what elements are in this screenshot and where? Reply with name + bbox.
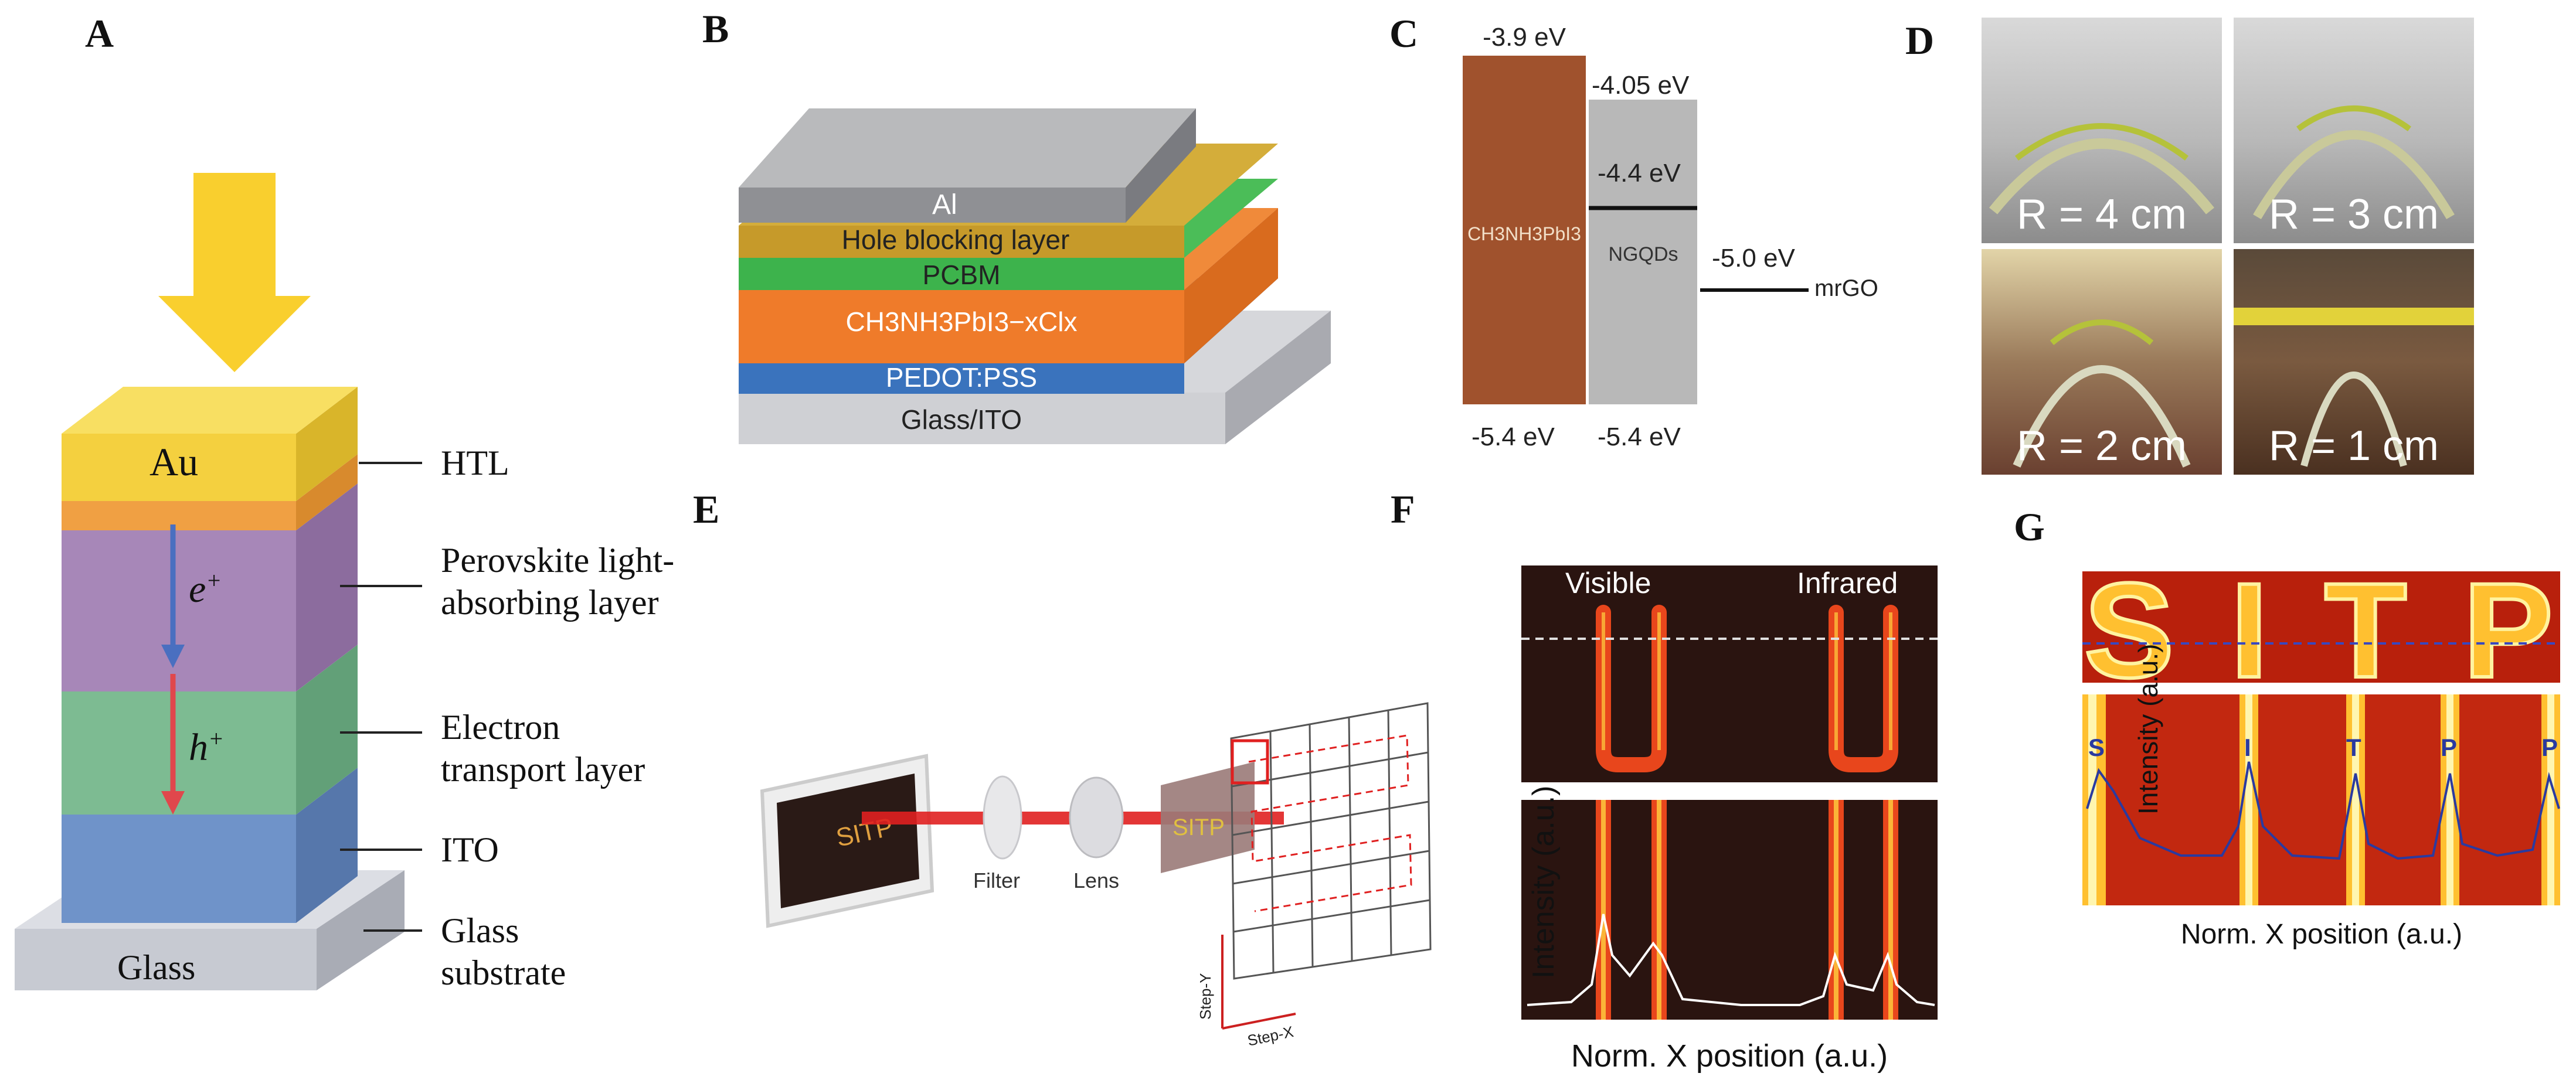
hole-label: h+ [189,725,224,769]
panel-f: F Visible Infrared Intensity (a.u.) Norm… [1378,481,1987,1080]
radius-label-2: R = 2 cm [2016,423,2187,469]
panel-label-g: G [2014,505,2045,549]
imaging-result-f: Visible Infrared Intensity (a.u.) Norm. … [1521,565,1938,1074]
light-arrow-icon [158,173,311,372]
hbl-label: Hole blocking layer [842,224,1070,255]
panel-c: C -3.9 eV -4.05 eV -4.4 eV -5.0 eV -5.4 … [1378,0,1905,481]
perovskite-band [1463,56,1586,404]
stack-b-labels: Al Hole blocking layer PCBM CH3NH3PbI3−x… [842,189,1078,435]
peak-p1: P [2441,734,2457,761]
panel-a: A Au e+ h+ G [0,0,692,1080]
peak-t: T [2346,734,2361,761]
panel-label-e: E [693,487,720,532]
glass-substrate-label: Glass substrate [441,911,566,992]
panel-label-a: A [85,11,114,56]
panel-label-c: C [1389,11,1419,56]
perovskite-label: Perovskite light-absorbing layer [441,541,675,622]
perovskite-b-label: CH3NH3PbI3−xClx [846,306,1078,337]
glass-ito-label: Glass/ITO [901,404,1022,435]
infrared-label: Infrared [1797,567,1898,599]
perov-bottom-level: -5.4 eV [1471,423,1555,451]
lens-icon [1069,776,1124,858]
perov-material: CH3NH3PbI3 [1467,223,1581,244]
radius-label-4: R = 4 cm [2016,191,2187,238]
ngqd-mid-level: -4.4 eV [1598,159,1681,188]
ngqd-bottom-level: -5.4 eV [1598,423,1681,451]
imaging-result-g: SITP S I T P P Intensity (a.u.) Norm. X … [2082,553,2560,950]
lens-label: Lens [1073,868,1119,892]
radius-label-3: R = 3 cm [2268,191,2439,238]
pcbm-label: PCBM [923,260,1001,290]
bend-photo-r2: R = 2 cm [1982,249,2222,475]
glass-label: Glass [117,948,196,987]
au-label: Au [149,440,199,484]
device-stack-a [15,173,422,990]
projected-text: SITP [1173,815,1225,840]
peak-p2: P [2541,734,2558,761]
bend-photo-r4: R = 4 cm [1982,18,2222,243]
visible-label: Visible [1565,567,1651,599]
step-y-label: Step-Y [1197,973,1214,1020]
electron-label: e+ [189,567,222,611]
bend-photo-r3: R = 3 cm [2234,18,2474,243]
ngqd-band [1589,100,1697,404]
al-label: Al [932,189,957,220]
peak-s: S [2088,734,2105,761]
filter-label: Filter [973,868,1020,892]
panel-b: B Al Hole blocking layer PCBM CH3NH3PbI3… [692,0,1378,481]
peak-i: I [2244,734,2251,761]
panel-label-d: D [1905,18,1935,63]
ngqd-top-level: -4.05 eV [1592,71,1690,100]
device-stack-b [739,108,1331,444]
panel-label-b: B [702,6,729,51]
filter-icon [983,775,1022,860]
profile-line-f [1527,914,1935,1006]
scan-setup-diagram: SITP SITP Filter Lens Step-Y Step-X [760,702,1432,1050]
ylabel-f: Intensity (a.u.) [1527,786,1561,979]
xlabel-f: Norm. X position (a.u.) [1571,1038,1888,1074]
htl-label: HTL [441,444,509,482]
etl-label: Electron transport layer [441,708,645,789]
pedot-label: PEDOT:PSS [886,362,1037,393]
scan-grid [1230,702,1432,980]
panel-label-f: F [1391,487,1415,532]
profile-line-g [2086,761,2560,860]
radius-label-1: R = 1 cm [2268,423,2439,469]
energy-diagram: -3.9 eV -4.05 eV -4.4 eV -5.0 eV -5.4 eV… [1463,23,1878,451]
xlabel-g: Norm. X position (a.u.) [2181,919,2462,950]
ngqd-material: NGQDs [1609,243,1678,265]
step-x-label: Step-X [1246,1023,1295,1050]
ito-label: ITO [441,830,499,869]
panel-g: G SITP S I T P P Intensity (a.u.) Norm. … [1987,481,2576,1080]
panel-d: D R = 4 cm R = 3 cm R = 2 cm R = 1 cm [1905,0,2576,481]
bend-photo-r1: R = 1 cm [2234,249,2474,475]
mrgo-material: mrGO [1814,275,1878,301]
panel-e: E SITP SITP Filter Lens Step-Y [692,481,1448,1080]
ylabel-g: Intensity (a.u.) [2133,644,2163,815]
mrgo-level: -5.0 eV [1712,244,1796,272]
perov-top-level: -3.9 eV [1483,23,1566,52]
